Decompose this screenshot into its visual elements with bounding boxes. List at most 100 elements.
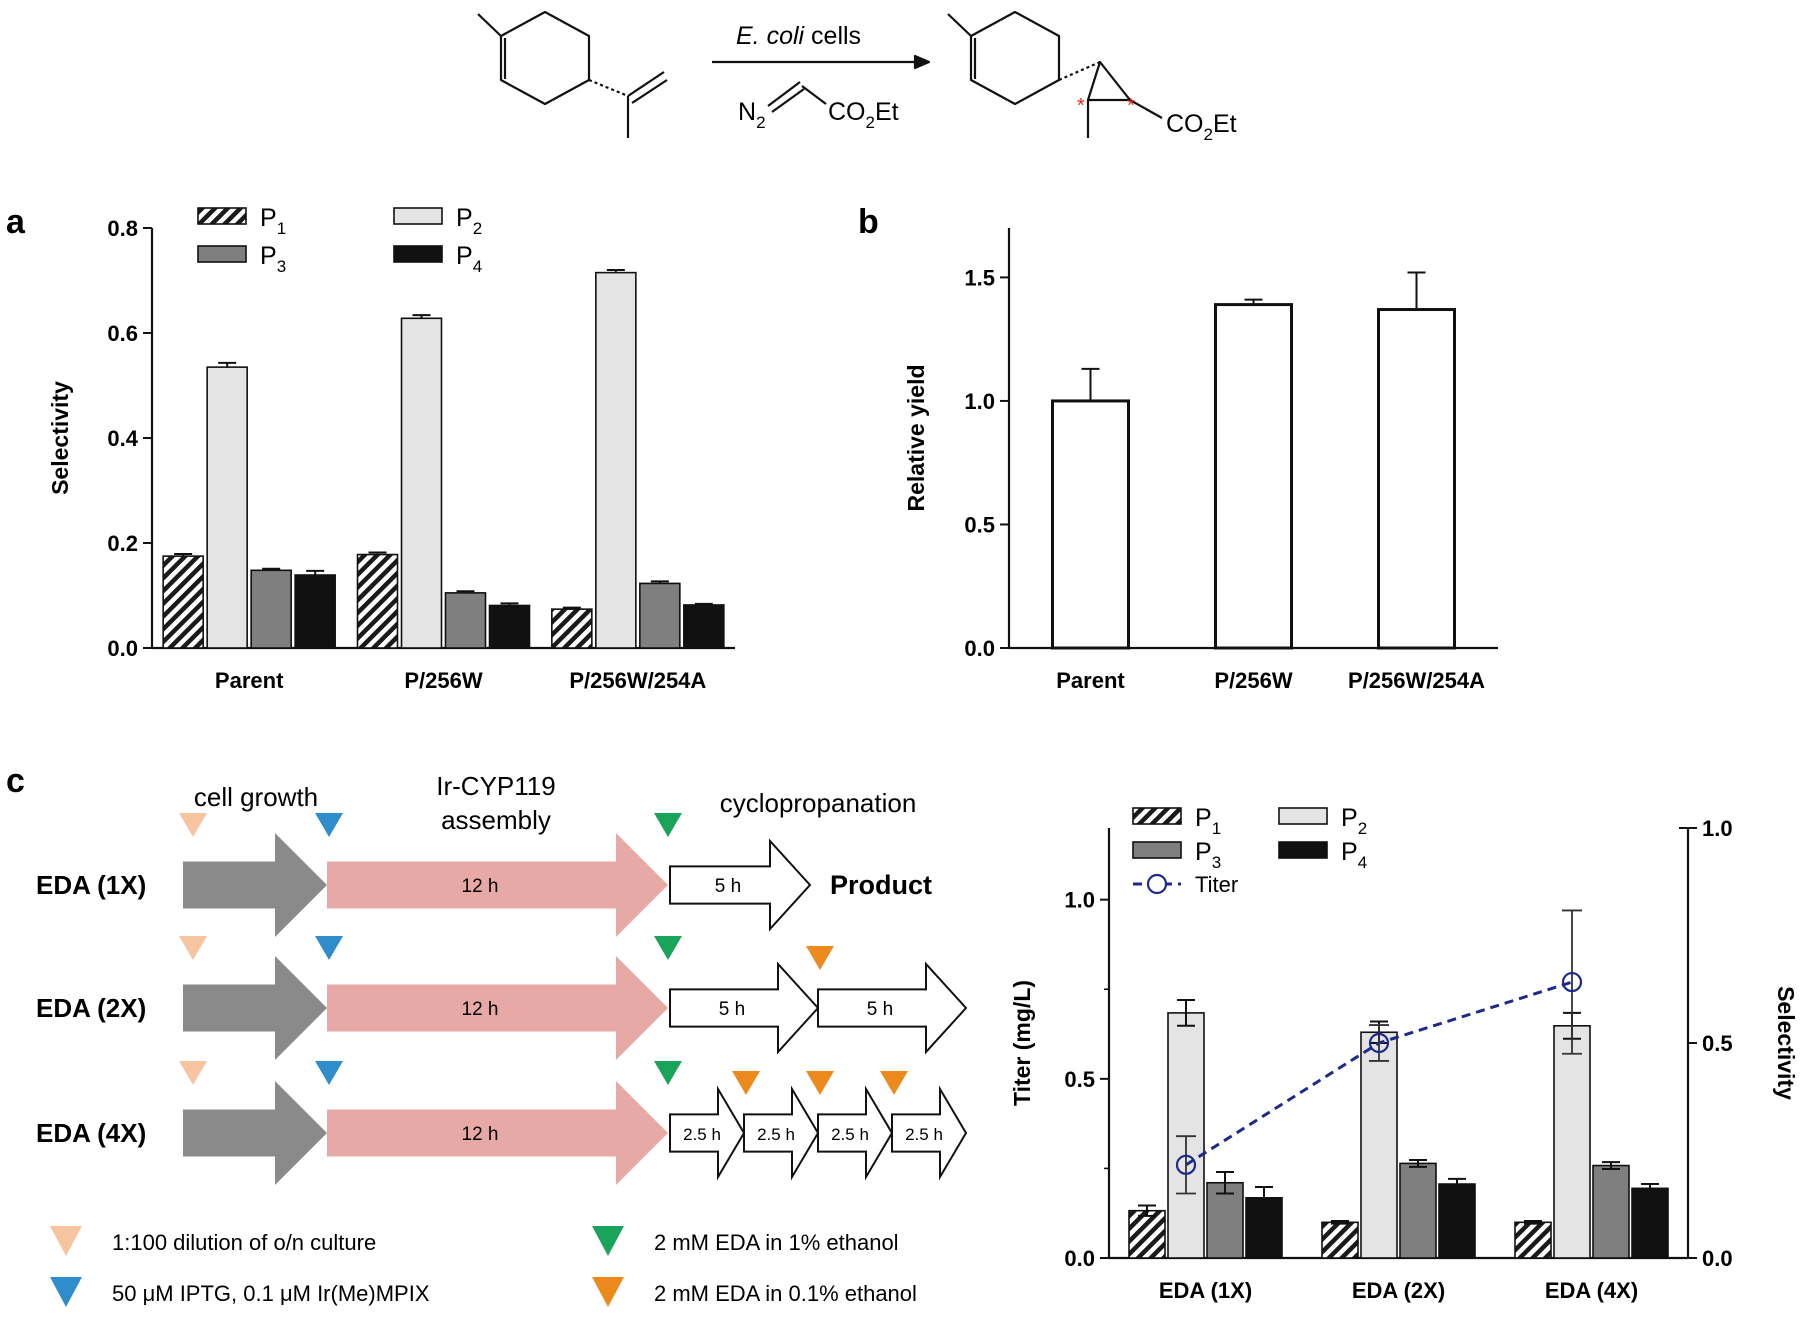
bar-p2 — [1360, 1031, 1398, 1259]
row-label: EDA (1X) — [36, 870, 146, 900]
cyclo-step-time: 2.5 h — [683, 1125, 721, 1144]
bar-p2 — [595, 271, 637, 649]
panel-label-b: b — [858, 203, 879, 241]
key-label: 2 mM EDA in 0.1% ethanol — [654, 1281, 917, 1306]
assembly-time: 12 h — [462, 876, 499, 897]
left-y-tick-label: 1.0 — [1064, 888, 1095, 913]
cyclo-step-time: 2.5 h — [757, 1125, 795, 1144]
stereocenter-mark-1: * — [1077, 95, 1085, 117]
key-marker — [50, 1277, 82, 1307]
right-y-tick-label: 1.0 — [1702, 816, 1733, 841]
titer-point — [1561, 971, 1583, 993]
bar-p3 — [1399, 1162, 1437, 1259]
titer-point — [1368, 1032, 1390, 1054]
bar-p3 — [1592, 1164, 1630, 1259]
cyclo-step-time: 5 h — [715, 876, 741, 897]
x-tick-label: EDA (4X) — [1545, 1278, 1638, 1303]
reagent-label: E. coli cells — [736, 22, 861, 50]
bar-p1 — [1514, 1221, 1552, 1259]
key-marker — [592, 1277, 624, 1307]
x-tick-label: P/256W/254A — [1348, 668, 1485, 693]
marker-dilution — [179, 936, 207, 960]
bar-p2 — [400, 317, 443, 649]
legend-label-p1: P1 — [1195, 804, 1221, 838]
assembly-arrow — [327, 833, 668, 937]
legend-label-titer: Titer — [1195, 872, 1238, 897]
right-y-axis-label: Selectivity — [1773, 986, 1799, 1100]
y-tick-label: 0.6 — [107, 321, 138, 346]
cyclopropane-ring — [1086, 60, 1132, 102]
key-marker — [592, 1226, 624, 1256]
bar-p2 — [1553, 1025, 1591, 1259]
growth-arrow — [183, 1081, 327, 1185]
marker-eda-0-1pct — [806, 946, 834, 970]
bar-p2 — [206, 366, 248, 649]
legend-label-p3: P3 — [260, 242, 286, 276]
end-label: Product — [830, 870, 932, 900]
bar — [1051, 399, 1130, 650]
x-tick-label: EDA (2X) — [1352, 1278, 1445, 1303]
bar-p1 — [551, 608, 593, 649]
stage-label-growth: cell growth — [194, 782, 318, 812]
cyclopropanation-arrow — [817, 961, 968, 1055]
marker-iptg — [315, 1061, 343, 1085]
key-label: 1:100 dilution of o/n culture — [112, 1230, 376, 1255]
legend-titer-marker — [1146, 873, 1168, 895]
y-tick-label: 0.2 — [107, 531, 138, 556]
legend-swatch-p4 — [1278, 841, 1328, 859]
bar-p3 — [250, 569, 292, 649]
stage-label-assembly-1: Ir-CYP119 — [436, 771, 555, 801]
x-tick-label: P/256W/254A — [569, 668, 706, 693]
legend-swatch-p2 — [1278, 807, 1328, 825]
diazo-ester: CO2Et — [828, 98, 899, 132]
right-y-tick-label: 0.0 — [1702, 1246, 1733, 1271]
stereocenter-mark-2: * — [1127, 95, 1135, 117]
y-axis-label: Relative yield — [903, 364, 929, 511]
legend-label-p2: P2 — [456, 204, 482, 238]
y-tick-label: 0.5 — [964, 512, 995, 537]
x-tick-label: EDA (1X) — [1159, 1278, 1252, 1303]
legend-swatch-p3 — [197, 245, 247, 263]
row-label: EDA (2X) — [36, 993, 146, 1023]
panel-label-c: c — [6, 762, 25, 800]
key-label: 50 μM IPTG, 0.1 μM Ir(Me)MPIX — [112, 1281, 430, 1306]
cyclopropanation-arrow — [669, 1085, 746, 1181]
bar-p4 — [488, 604, 531, 649]
marker-eda-0-1pct — [806, 1071, 834, 1095]
cyclo-step-time: 2.5 h — [831, 1125, 869, 1144]
bar-p4 — [1631, 1187, 1669, 1259]
stage-label-assembly-2: assembly — [441, 805, 551, 835]
legend-swatch-p3 — [1132, 841, 1182, 859]
bar-p4 — [683, 604, 725, 649]
assembly-arrow — [327, 1081, 668, 1185]
reaction-scheme — [477, 10, 1163, 138]
bar — [1377, 308, 1456, 650]
marker-eda-1pct — [654, 936, 682, 960]
assembly-arrow — [327, 956, 668, 1060]
workflow-key: 1:100 dilution of o/n culture 50 μM IPTG,… — [50, 1226, 917, 1307]
product-ring — [969, 10, 1061, 106]
legend-label-p4: P4 — [456, 242, 482, 276]
bar-p4 — [294, 574, 336, 649]
growth-arrow — [183, 956, 327, 1060]
cyclo-step-time: 5 h — [719, 999, 745, 1020]
growth-arrow — [183, 833, 327, 937]
bar — [1214, 303, 1293, 650]
key-marker — [50, 1226, 82, 1256]
left-y-tick-label: 0.0 — [1064, 1246, 1095, 1271]
x-tick-label: P/256W — [1214, 668, 1292, 693]
left-y-tick-label: 0.5 — [1064, 1067, 1095, 1092]
legend-swatch-p1 — [1132, 807, 1182, 825]
marker-eda-1pct — [654, 813, 682, 837]
marker-iptg — [315, 813, 343, 837]
bar-p1 — [356, 553, 399, 649]
y-tick-label: 1.5 — [964, 265, 995, 290]
assembly-time: 12 h — [462, 1124, 499, 1145]
legend-label-p3: P3 — [1195, 838, 1221, 872]
bar-p3 — [639, 582, 681, 649]
bar-p3 — [444, 592, 487, 649]
marker-dilution — [179, 813, 207, 837]
